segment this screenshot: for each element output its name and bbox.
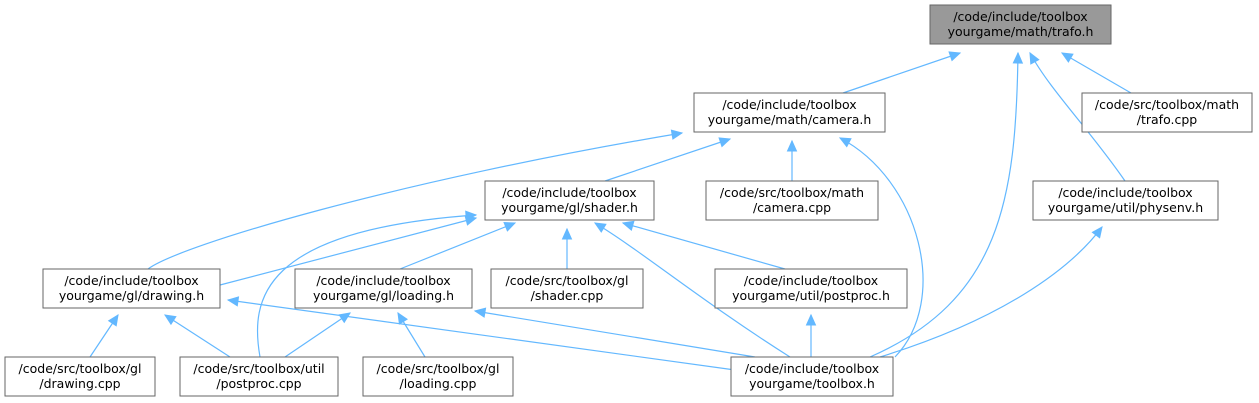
- edge-toolbox_h-to-drawing_h: [227, 299, 736, 371]
- edge-postproc_cpp-to-shader_h: [256, 214, 477, 358]
- node-label-line: yourgame/gl/drawing.h: [59, 288, 204, 303]
- edge-drawing_h-to-camera_h: [147, 132, 683, 270]
- node-label-line: /code/include/toolbox: [953, 9, 1087, 24]
- node-box[interactable]: [179, 356, 339, 397]
- arrowhead-shader_cpp-to-shader_h: [561, 227, 573, 240]
- node-label-line: /drawing.cpp: [39, 376, 120, 391]
- node-postproc-cpp[interactable]: /code/src/toolbox/util/postproc.cpp: [179, 356, 339, 397]
- arrowhead-camera_h-to-trafo_h: [948, 51, 962, 62]
- node-label-line: /trafo.cpp: [1137, 112, 1198, 127]
- node-label-line: /code/src/toolbox/math: [1095, 97, 1239, 112]
- node-postproc-h[interactable]: /code/include/toolboxyourgame/util/postp…: [714, 268, 908, 309]
- node-label-line: /code/include/toolbox: [745, 361, 879, 376]
- edge-toolbox_h-to-camera_h: [839, 137, 924, 358]
- nodes-layer: /code/include/toolboxyourgame/math/trafo…: [4, 4, 1253, 397]
- node-label-line: yourgame/util/postproc.h: [732, 288, 890, 303]
- node-box[interactable]: [490, 268, 644, 309]
- arrowhead-drawing_cpp-to-drawing_h: [107, 313, 119, 327]
- node-label-line: /shader.cpp: [531, 288, 604, 303]
- arrowhead-postproc_cpp-to-loading_h: [338, 312, 352, 324]
- node-label-line: /code/include/toolbox: [316, 273, 450, 288]
- node-shader-cpp[interactable]: /code/src/toolbox/gl/shader.cpp: [490, 268, 644, 309]
- node-box[interactable]: [693, 92, 886, 133]
- node-label-line: yourgame/util/physenv.h: [1048, 200, 1203, 215]
- arrowhead-toolbox_h-to-shader_h: [593, 222, 607, 233]
- arrowhead-trafo_cpp-to-trafo_h: [1060, 52, 1074, 63]
- node-box[interactable]: [1032, 180, 1219, 221]
- node-label-line: /code/src/toolbox/gl: [506, 273, 629, 288]
- node-box[interactable]: [484, 180, 655, 221]
- node-trafo-h[interactable]: /code/include/toolboxyourgame/math/trafo…: [929, 4, 1112, 45]
- arrowhead-camera_cpp-to-camera_h: [786, 139, 798, 152]
- edge-postproc_cpp-to-loading_h: [284, 312, 351, 358]
- arrowhead-drawing_h-to-camera_h: [670, 129, 684, 140]
- arrowhead-loading_cpp-to-loading_h: [397, 311, 408, 325]
- node-label-line: yourgame/gl/loading.h: [313, 288, 454, 303]
- edge-camera_h-to-trafo_h: [842, 52, 961, 94]
- node-label-line: /code/include/toolbox: [744, 273, 878, 288]
- edge-toolbox_h-to-trafo_h: [869, 52, 1019, 358]
- node-label-line: yourgame/math/camera.h: [708, 112, 872, 127]
- arrowhead-postproc_h-to-shader_h: [621, 220, 635, 231]
- edge-trafo_cpp-to-trafo_h: [1061, 52, 1132, 94]
- arrowhead-postproc_cpp-to-shader_h: [465, 210, 478, 221]
- arrowhead-shader_h-to-camera_h: [718, 137, 732, 148]
- node-box[interactable]: [42, 268, 221, 309]
- node-label-line: /code/include/toolbox: [722, 97, 856, 112]
- node-label-line: /code/src/toolbox/gl: [19, 361, 142, 376]
- edge-toolbox_h-to-loading_h: [474, 310, 756, 358]
- edge-postproc_cpp-to-drawing_h: [164, 314, 231, 358]
- node-shader-h[interactable]: /code/include/toolboxyourgame/gl/shader.…: [484, 180, 655, 221]
- node-label-line: /code/include/toolbox: [502, 185, 636, 200]
- node-camera-h[interactable]: /code/include/toolboxyourgame/math/camer…: [693, 92, 886, 133]
- node-box[interactable]: [4, 356, 156, 397]
- arrowhead-loading_h-to-shader_h: [503, 222, 517, 232]
- edge-toolbox_h-to-physenv_h: [879, 226, 1103, 358]
- node-box[interactable]: [705, 180, 879, 221]
- edge-toolbox_h-to-shader_h: [594, 222, 791, 358]
- arrowhead-toolbox_h-to-camera_h: [838, 137, 852, 148]
- node-physenv-h[interactable]: /code/include/toolboxyourgame/util/physe…: [1032, 180, 1219, 221]
- arrowhead-toolbox_h-to-physenv_h: [1091, 226, 1103, 239]
- node-label-line: yourgame/math/trafo.h: [948, 24, 1094, 39]
- node-box[interactable]: [1081, 92, 1253, 133]
- node-camera-cpp[interactable]: /code/src/toolbox/math/camera.cpp: [705, 180, 879, 221]
- node-label-line: /loading.cpp: [400, 376, 477, 391]
- arrowhead-postproc_cpp-to-drawing_h: [163, 314, 177, 326]
- node-drawing-cpp[interactable]: /code/src/toolbox/gl/drawing.cpp: [4, 356, 156, 397]
- arrowhead-toolbox_h-to-drawing_h: [226, 296, 240, 307]
- node-label-line: /code/src/toolbox/math: [720, 185, 864, 200]
- node-loading-h[interactable]: /code/include/toolboxyourgame/gl/loading…: [294, 268, 473, 309]
- node-label-line: yourgame/gl/shader.h: [501, 200, 638, 215]
- node-label-line: /code/include/toolbox: [1058, 185, 1192, 200]
- edge-postproc_h-to-shader_h: [622, 222, 786, 270]
- edge-loading_h-to-shader_h: [399, 222, 516, 270]
- node-box[interactable]: [730, 356, 894, 397]
- node-label-line: /code/include/toolbox: [64, 273, 198, 288]
- node-label-line: /code/src/toolbox/gl: [377, 361, 500, 376]
- node-trafo-cpp[interactable]: /code/src/toolbox/math/trafo.cpp: [1081, 92, 1253, 133]
- edge-physenv_h-to-trafo_h: [1029, 52, 1126, 182]
- arrowhead-toolbox_h-to-loading_h: [473, 307, 487, 318]
- arrowhead-toolbox_h-to-trafo_h: [1012, 51, 1024, 64]
- node-loading-cpp[interactable]: /code/src/toolbox/gl/loading.cpp: [362, 356, 514, 397]
- node-box[interactable]: [362, 356, 514, 397]
- node-label-line: /camera.cpp: [753, 200, 831, 215]
- node-drawing-h[interactable]: /code/include/toolboxyourgame/gl/drawing…: [42, 268, 221, 309]
- node-label-line: /postproc.cpp: [216, 376, 301, 391]
- edges-layer: [89, 51, 1132, 371]
- edge-shader_h-to-camera_h: [604, 138, 731, 182]
- node-label-line: /code/src/toolbox/util: [193, 361, 324, 376]
- node-box[interactable]: [294, 268, 473, 309]
- node-box[interactable]: [929, 4, 1112, 45]
- arrowhead-physenv_h-to-trafo_h: [1029, 51, 1040, 65]
- edge-drawing_h-to-shader_h: [219, 217, 477, 286]
- node-box[interactable]: [714, 268, 908, 309]
- node-label-line: yourgame/toolbox.h: [749, 376, 875, 391]
- arrowhead-toolbox_h-to-postproc_h: [805, 313, 817, 326]
